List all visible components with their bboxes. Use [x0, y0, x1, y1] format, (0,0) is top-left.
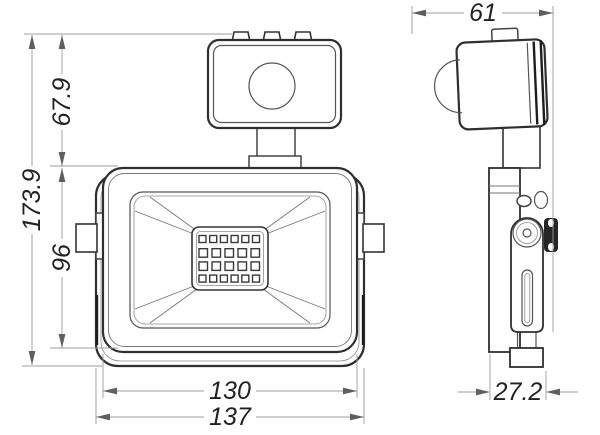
sensor-head-side	[433, 27, 549, 131]
dim-label-total-height: 173.9	[18, 169, 46, 232]
led-chip	[198, 261, 209, 272]
bracket-knob-right	[362, 223, 385, 253]
reflector-window	[129, 191, 331, 329]
bracket-knob-left	[75, 223, 98, 253]
led-chip	[251, 234, 261, 244]
dim-label-side-width: 61	[469, 0, 497, 27]
dimension-annotations: 173.9 67.9 96 130 137	[18, 0, 578, 431]
reflector-window-inner-line	[133, 195, 327, 325]
led-chip	[224, 261, 235, 272]
sensor-housing	[206, 38, 343, 130]
led-chip	[241, 234, 250, 244]
side-view	[433, 27, 558, 368]
pir-sensor-front	[206, 31, 343, 169]
ext-lines-61	[411, 6, 554, 332]
led-chip	[219, 234, 229, 244]
dim-label-sensor-height: 67.9	[48, 78, 76, 127]
led-chip	[198, 247, 209, 258]
led-grid	[198, 234, 261, 283]
dim-sensor-height: 67.9	[48, 35, 76, 166]
dim-body-depth: 27.2	[458, 378, 578, 406]
led-chip	[208, 274, 218, 283]
knob-washer-side	[533, 190, 549, 210]
led-chip	[224, 247, 235, 258]
led-chip	[251, 274, 261, 283]
led-chip	[208, 234, 218, 244]
pivot-screw	[512, 218, 542, 248]
ext-lines-27	[489, 354, 547, 400]
led-chip	[241, 274, 250, 283]
front-view	[75, 31, 385, 368]
bracket-knob-side	[544, 218, 558, 252]
led-chip	[211, 261, 222, 272]
led-chip	[230, 274, 239, 283]
sensor-housing-side	[455, 38, 549, 131]
bracket-foot	[509, 347, 544, 368]
floodlight-body-front	[75, 166, 385, 368]
led-chip	[250, 247, 261, 258]
pir-dome-lens	[433, 59, 463, 114]
dim-side-width: 61	[412, 0, 553, 27]
led-chip	[230, 234, 239, 244]
led-chip	[250, 261, 261, 272]
led-chip	[237, 247, 248, 258]
pir-lens-icon	[248, 62, 296, 110]
sensor-stem-collar	[248, 155, 302, 169]
dim-body-height: 96	[48, 168, 76, 348]
ext-lines-137	[95, 368, 365, 424]
dim-lens-frame-width: 130	[103, 377, 357, 405]
dim-label-body-height: 96	[48, 244, 76, 272]
dim-label-body-width: 137	[209, 403, 252, 431]
mounting-bracket-arm	[510, 217, 544, 333]
dim-body-width: 137	[96, 403, 364, 431]
reflector-bevels	[134, 196, 326, 324]
cable-gland	[516, 194, 532, 208]
sensor-stem	[256, 125, 296, 159]
led-panel-inner-line	[196, 231, 264, 286]
dim-label-lens-frame-width: 130	[209, 377, 251, 405]
sensor-housing-inner-line	[212, 44, 337, 124]
dim-total-height: 173.9	[18, 35, 46, 365]
pir-sensor-side	[433, 27, 549, 169]
led-chip	[198, 274, 207, 283]
led-chip	[198, 234, 207, 244]
led-chip	[219, 274, 229, 283]
floodlight-body-side	[488, 167, 558, 368]
front-frame-inner-line	[108, 173, 352, 347]
dim-label-body-depth: 27.2	[493, 378, 543, 406]
bracket-slot	[521, 269, 534, 327]
led-chip	[237, 261, 248, 272]
led-chip	[211, 247, 222, 258]
